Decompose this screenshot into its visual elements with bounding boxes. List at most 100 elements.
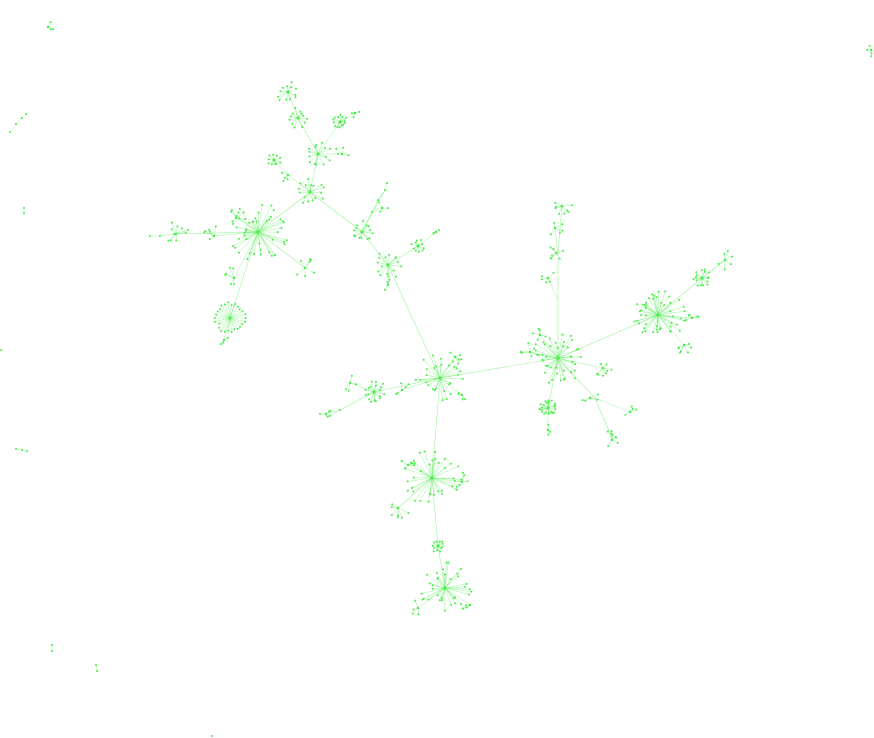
graph-edge [550, 247, 557, 254]
graph-node [607, 445, 610, 447]
graph-edge [317, 148, 331, 155]
graph-node [407, 511, 410, 514]
graph-node [457, 373, 460, 376]
graph-node [644, 306, 647, 309]
graph-node [645, 301, 647, 304]
graph-node [283, 240, 285, 243]
graph-edge [371, 381, 375, 393]
graph-edge [444, 573, 458, 589]
graph-node [438, 540, 441, 543]
graph-node [435, 571, 438, 574]
graph-edge [252, 221, 259, 233]
graph-edge [253, 231, 259, 255]
graph-edge [407, 477, 433, 482]
graph-node [231, 220, 234, 223]
graph-edge [345, 382, 351, 390]
graph-node [396, 260, 399, 263]
graph-node [419, 470, 422, 473]
graph-node [238, 308, 241, 311]
graph-edge [279, 91, 289, 101]
graph-edge [431, 462, 439, 479]
graph-node [396, 516, 399, 519]
graph-edge [429, 477, 433, 495]
graph-edge [384, 182, 388, 191]
graph-edge [309, 191, 363, 233]
graph-node [159, 235, 161, 237]
graph-edge [431, 377, 441, 479]
graph-node [340, 124, 343, 127]
graph-edge [377, 262, 389, 266]
graph-edge [221, 305, 231, 319]
graph-node [319, 413, 321, 415]
graph-node [228, 266, 231, 269]
graph-edge [657, 302, 662, 316]
graph-edge [175, 226, 178, 235]
graph-node [227, 329, 230, 332]
graph-node [377, 270, 380, 273]
graph-node [347, 389, 350, 392]
graph-edge [594, 397, 631, 413]
graph-node [447, 561, 450, 564]
graph-node [244, 218, 247, 221]
graph-node [232, 267, 234, 270]
graph-node [418, 451, 421, 454]
graph-node [299, 110, 302, 113]
graph-edge [439, 377, 463, 396]
graph-node [555, 366, 558, 369]
graph-node [435, 365, 438, 368]
graph-edge [238, 231, 259, 239]
graph-edge [387, 264, 402, 267]
graph-node [443, 389, 446, 392]
graph-node [377, 199, 379, 201]
graph-node [246, 258, 249, 261]
graph-node [610, 430, 613, 433]
graph-node [371, 211, 373, 213]
graph-node [306, 117, 309, 120]
graph-node [706, 280, 709, 283]
graph-node [440, 363, 443, 366]
graph-node [449, 462, 452, 465]
graph-edge [444, 587, 462, 605]
graph-node [552, 247, 555, 250]
graph-node [434, 458, 437, 460]
graph-node [541, 358, 544, 361]
graph-node [556, 372, 559, 375]
graph-node [414, 378, 417, 381]
graph-node [243, 234, 246, 237]
graph-edge [224, 304, 231, 319]
graph-edge [219, 317, 231, 324]
graph-node [280, 226, 283, 229]
graph-edge [387, 261, 398, 266]
graph-node [412, 247, 415, 250]
graph-edge [412, 607, 419, 614]
graph-node [208, 230, 211, 233]
graph-node [573, 377, 576, 380]
graph-node [296, 273, 299, 276]
graph-node [289, 115, 292, 118]
graph-edge [561, 205, 565, 214]
graph-edge [436, 366, 441, 379]
graph-node [597, 393, 600, 396]
graph-node [563, 212, 566, 215]
graph-node [433, 546, 435, 549]
graph-node [414, 599, 417, 602]
graph-edge [432, 587, 446, 590]
graph-node [320, 184, 323, 186]
graph-node [468, 603, 472, 607]
graph-edge [444, 587, 471, 606]
graph-node [208, 238, 211, 240]
graph-node [468, 593, 471, 596]
graph-edge [257, 204, 263, 233]
graph-node [571, 338, 573, 341]
graph-edge [218, 317, 231, 328]
graph-edge [646, 305, 659, 316]
graph-node [326, 415, 329, 418]
graph-edge [168, 233, 177, 241]
graph-node [703, 270, 706, 273]
graph-edge [437, 577, 446, 589]
graph-edge [257, 231, 285, 243]
graph-edge [378, 257, 389, 266]
graph-node [544, 335, 547, 338]
graph-edge [371, 207, 383, 213]
graph-node [149, 235, 151, 237]
